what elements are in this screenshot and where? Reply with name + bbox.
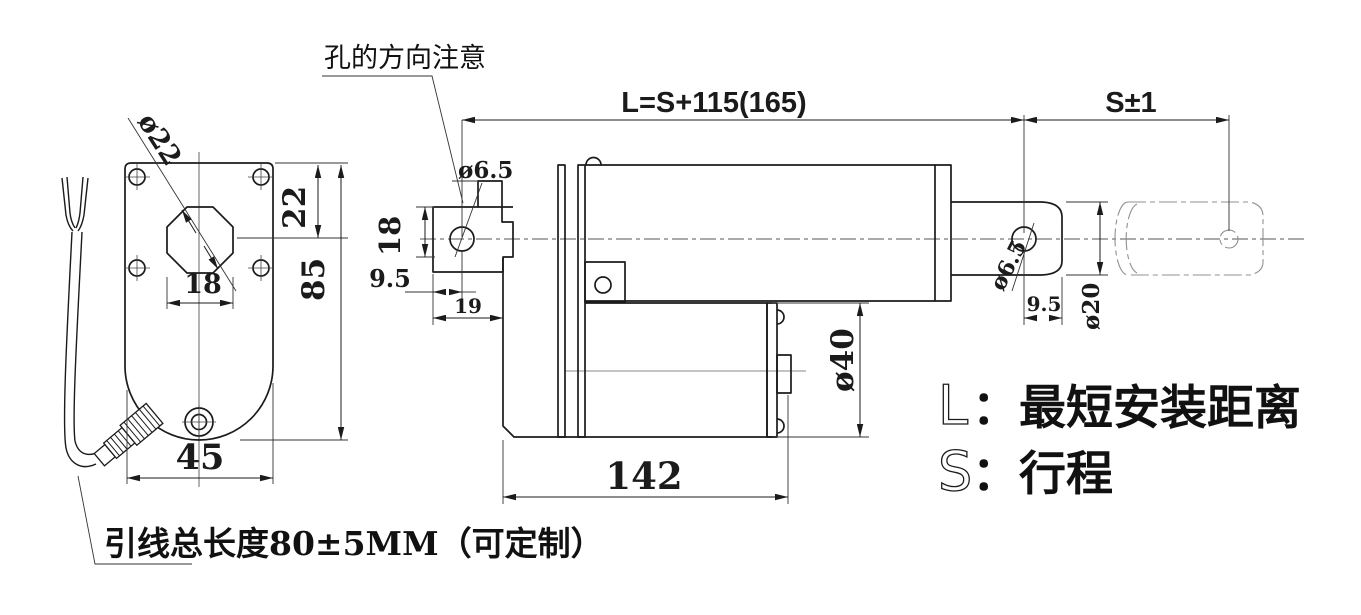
extended-rod-phantom [1114, 201, 1264, 276]
dia22-leader [127, 117, 237, 292]
dim-overall-length: L=S+115(165) [621, 87, 806, 119]
flange-plate-b [577, 164, 586, 438]
motor-body [585, 302, 768, 437]
housing-outline [124, 162, 274, 441]
legend-l-label: ：最短安装距离 [972, 381, 1301, 436]
cable-connector [93, 402, 164, 467]
phantom-rod-outline [1128, 201, 1264, 276]
dim-rear-hole-offset: 9.5 [369, 264, 411, 293]
dim-motor-dia: ø40 [825, 328, 861, 392]
dim-rear-hole-dia: ø6.5 [458, 157, 513, 184]
connector-body-large [119, 402, 164, 447]
legend: L ：最短安装距离 S ：行程 [937, 373, 1301, 503]
dim-plate-hole-offset: 22 [277, 186, 313, 229]
side-mount-tab-hole [594, 276, 612, 294]
wire-note-leader [77, 475, 192, 565]
lead-wires [61, 176, 101, 468]
legend-l-symbol: L [938, 374, 968, 437]
dim-cutout-width: 18 [184, 269, 222, 300]
wire-fork-right-outer [77, 177, 89, 232]
wire-fork-right-inner [75, 176, 84, 229]
rod-and-front-clevis [951, 201, 1063, 276]
tube-top-screw-dome [585, 156, 602, 166]
dim-center-hole-dia: ø22 [131, 108, 187, 172]
wire-fork-left-inner [66, 176, 76, 229]
dim-housing-height: 85 [296, 258, 332, 301]
dim-rear-clevis-height: 18 [373, 216, 407, 256]
dimension-lines [127, 116, 1229, 501]
phantom-rod-end-arc [1114, 201, 1129, 276]
motor-terminal-bump-top [776, 309, 785, 325]
cable-outer [63, 231, 97, 468]
wire-length-note: 引线总长度80±5MM（可定制） [104, 524, 604, 563]
motor-terminal-block [776, 354, 792, 394]
dim-rod-dia: ø20 [1078, 283, 1105, 330]
side-mount-tab [584, 261, 626, 303]
motor-end-cap [766, 302, 778, 438]
rear-clevis [432, 180, 514, 273]
flange-plate-a [557, 164, 566, 438]
connector-hatch [106, 405, 161, 457]
legend-s-symbol: S [938, 440, 972, 503]
dim-rear-clevis-width: 19 [454, 294, 482, 318]
dim-body-length: 142 [605, 454, 682, 498]
center-cutout-octagon [166, 206, 234, 274]
motor-terminal-bump-bottom [776, 418, 785, 434]
dim-front-hole-offset: 9.5 [1027, 292, 1062, 316]
callout-note: 孔的方向注意 [324, 43, 486, 74]
dim-stroke: S±1 [1105, 87, 1156, 119]
legend-s-label: ：行程 [972, 447, 1113, 502]
gearbox-front-and-bottom [502, 258, 777, 438]
rear-hole-leader [454, 182, 483, 258]
cable-inner [73, 231, 101, 456]
callout-leader [322, 75, 464, 204]
wire-fork-left-outer [61, 177, 74, 232]
outer-tube [585, 164, 952, 302]
dim-housing-width: 45 [176, 437, 225, 478]
end-view-hole-crosshairs [124, 164, 274, 439]
phantom-rod-end-arc-inner [1125, 203, 1138, 274]
dim-front-hole-dia: ø6.5 [985, 236, 1032, 295]
front-hole-leader [1011, 222, 1035, 292]
